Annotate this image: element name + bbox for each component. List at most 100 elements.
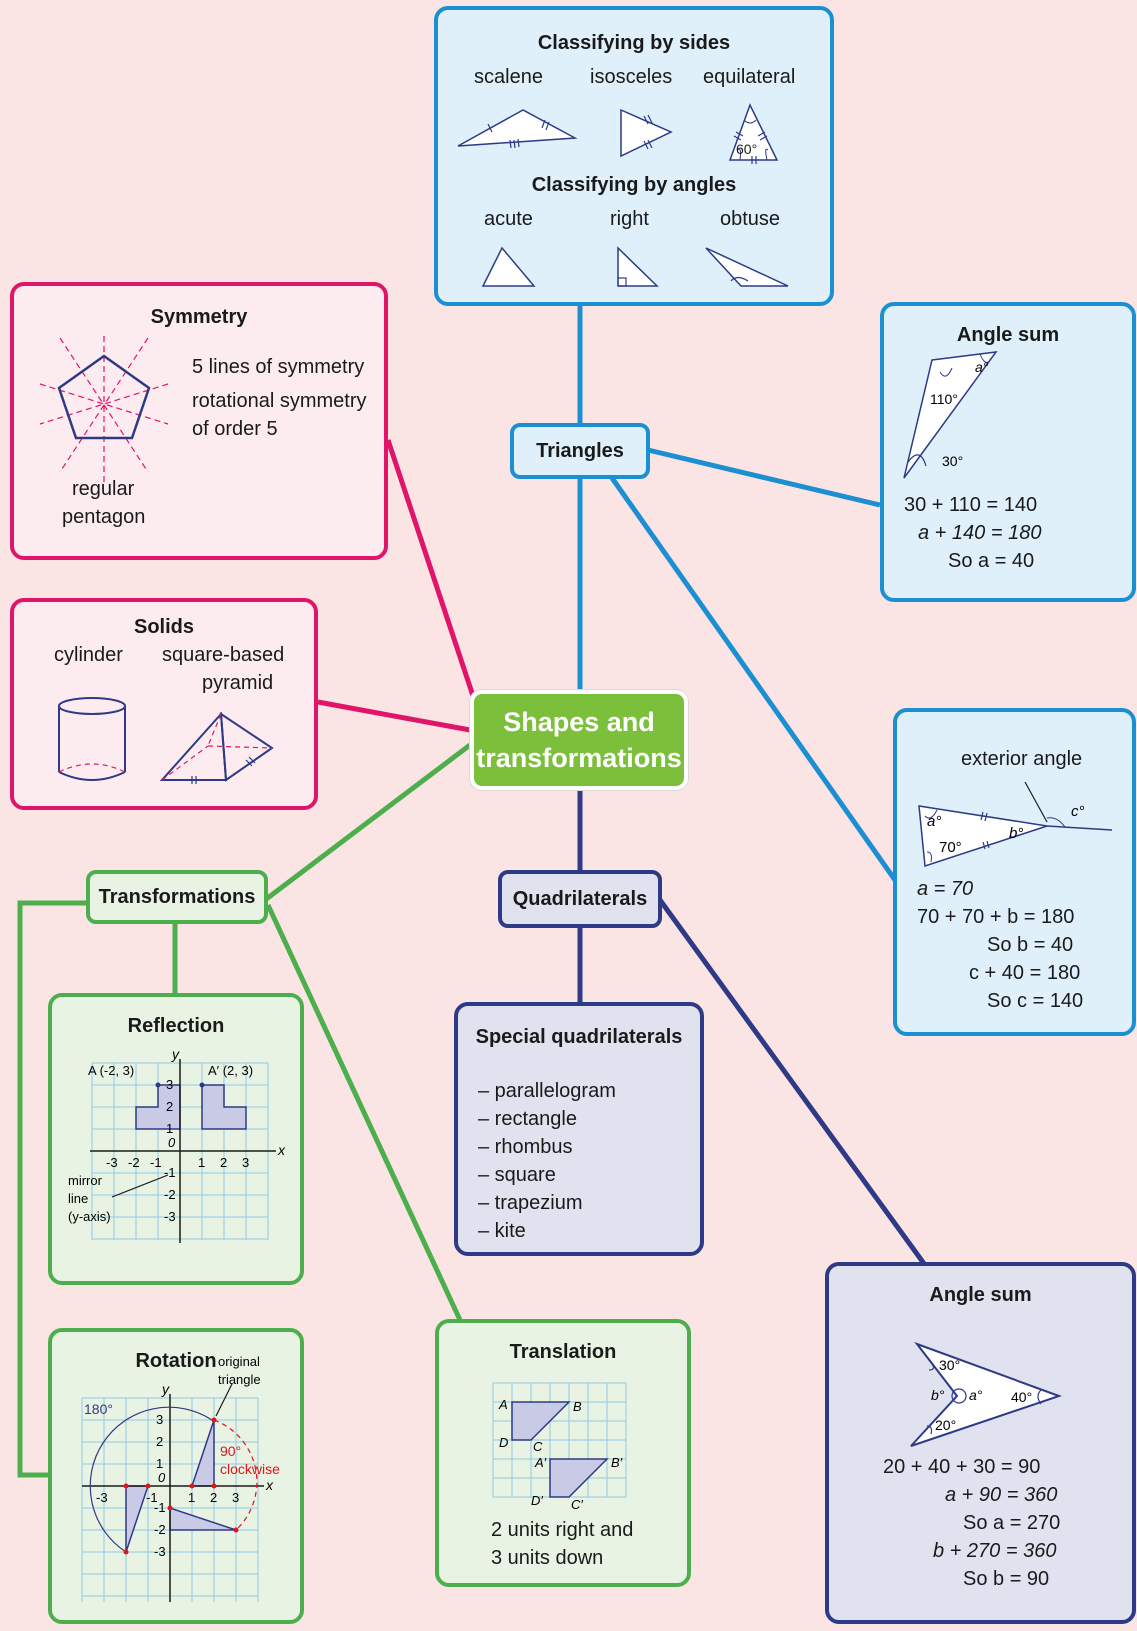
exterior-angle-label: exterior angle (961, 748, 1083, 770)
mirror-label-1: mirror (68, 1173, 103, 1188)
vertex-d-prime: D′ (531, 1493, 543, 1508)
angle-sum-quad-figure: 30° 40° 20° a° b° (910, 1341, 1063, 1447)
vertex-b: B (573, 1399, 582, 1414)
pentagon-figure (39, 336, 169, 486)
symmetry-caption-1: regular (72, 478, 135, 500)
angle-sum-quad-title: Angle sum (929, 1284, 1032, 1306)
reflection-grid: A (-2, 3) A′ (2, 3) y x 0 -3 -2 -1 1 2 3… (68, 1046, 286, 1243)
reflection-x-tick-3: -1 (150, 1155, 162, 1170)
triangles-node[interactable]: Triangles (510, 423, 650, 479)
transformations-node[interactable]: Transformations (86, 870, 268, 924)
symmetry-text-2: rotational symmetry (192, 390, 367, 412)
side-triangles-figure: 60° (457, 103, 779, 164)
quadrilaterals-node[interactable]: Quadrilaterals (498, 870, 662, 928)
classifying-box: Classifying by sides scalene isosceles e… (434, 6, 834, 306)
reflection-y-tick-5: -2 (164, 1187, 176, 1202)
solids-figure (58, 697, 274, 784)
rotation-axis-y: y (161, 1381, 170, 1397)
exterior-line-1: a = 70 (917, 878, 974, 900)
exterior-angle-figure: a° 70° b° c° (918, 781, 1113, 868)
quad-angle-30-label: 30° (939, 1357, 960, 1373)
quad-item-2: – rectangle (478, 1108, 577, 1130)
classifying-by-angles-title: Classifying by angles (531, 174, 737, 196)
symmetry-text-3: of order 5 (192, 418, 278, 440)
rotation-180-label: 180° (84, 1401, 113, 1417)
reflection-y-tick-3: 1 (166, 1121, 173, 1136)
quad-item-5: – trapezium (478, 1192, 583, 1214)
translation-box: Translation A B C D A′ B′ C′ D′ 2 units … (435, 1319, 691, 1587)
rotation-y-tick-2: 2 (156, 1434, 163, 1449)
reflection-axis-y: y (171, 1046, 180, 1062)
angle-sum-triangle-line-1: 30 + 110 = 140 (904, 494, 1038, 516)
quad-angle-40-label: 40° (1011, 1389, 1032, 1405)
rotation-y-tick-6: -3 (154, 1544, 166, 1559)
vertex-d: D (499, 1435, 508, 1450)
mirror-label-2: line (68, 1191, 88, 1206)
cylinder-label: cylinder (54, 644, 123, 666)
translation-text-2: 3 units down (491, 1547, 604, 1569)
translation-grid: A B C D A′ B′ C′ D′ (492, 1382, 627, 1512)
reflection-origin: 0 (168, 1135, 176, 1150)
obtuse-label: obtuse (720, 208, 781, 230)
quad-angle-line-3: So a = 270 (963, 1512, 1061, 1534)
scalene-label: scalene (474, 66, 543, 88)
translation-text-1: 2 units right and (491, 1519, 634, 1541)
rotation-original-2: triangle (218, 1372, 261, 1387)
angle-110-label: 110° (930, 391, 958, 407)
right-label: right (610, 208, 649, 230)
reflection-x-tick-1: -3 (106, 1155, 118, 1170)
rotation-title: Rotation (135, 1350, 217, 1372)
rotation-axis-x: x (265, 1477, 274, 1493)
solids-title: Solids (133, 616, 194, 638)
vertex-c-prime: C′ (571, 1497, 583, 1512)
classifying-by-sides-title: Classifying by sides (537, 32, 731, 54)
pyramid-label-2: pyramid (202, 672, 274, 694)
equilateral-angle-label: 60° (736, 141, 757, 157)
angle-triangles-figure (481, 246, 789, 287)
exterior-line-4: c + 40 = 180 (969, 962, 1081, 984)
special-quadrilaterals-title: Special quadrilaterals (475, 1026, 683, 1048)
solids-box: Solids cylinder square-based pyramid (10, 598, 318, 810)
symmetry-title: Symmetry (150, 306, 248, 328)
rotation-x-tick-2: -1 (146, 1490, 158, 1505)
rotation-clockwise-label: clockwise (220, 1461, 280, 1477)
reflection-title: Reflection (127, 1015, 225, 1037)
quad-angle-a-label: a° (969, 1387, 983, 1403)
reflection-y-tick-4: -1 (164, 1165, 176, 1180)
isosceles-label: isosceles (590, 66, 673, 88)
translation-title: Translation (509, 1341, 617, 1363)
quad-item-1: – parallelogram (478, 1080, 616, 1102)
exterior-b-label: b° (1009, 825, 1023, 842)
reflection-point-a: A (-2, 3) (88, 1063, 134, 1078)
vertex-a-prime: A′ (534, 1455, 547, 1470)
vertex-b-prime: B′ (611, 1455, 623, 1470)
angle-sum-triangle-line-2: a + 140 = 180 (918, 522, 1042, 544)
quad-angle-20-label: 20° (935, 1417, 956, 1433)
reflection-point-a-prime: A′ (2, 3) (208, 1063, 253, 1078)
reflection-x-tick-4: 1 (198, 1155, 205, 1170)
rotation-origin: 0 (158, 1470, 166, 1485)
symmetry-box: Symmetry 5 lines of symmetry rotational … (10, 282, 388, 560)
angle-sum-triangle-figure: a° 110° 30° (903, 351, 998, 479)
special-quadrilaterals-box: Special quadrilaterals – parallelogram –… (454, 1002, 704, 1256)
pyramid-label-1: square-based (162, 644, 285, 666)
angle-sum-triangle-line-3: So a = 40 (948, 550, 1035, 572)
equilateral-label: equilateral (703, 66, 796, 88)
exterior-line-5: So c = 140 (987, 990, 1084, 1012)
reflection-x-tick-2: -2 (128, 1155, 140, 1170)
rotation-y-tick-4: -1 (154, 1500, 166, 1515)
reflection-y-tick-1: 3 (166, 1077, 173, 1092)
center-line-1: Shapes and (503, 707, 655, 737)
rotation-original-1: original (218, 1354, 260, 1369)
angle-a-label: a° (975, 359, 989, 375)
symmetry-text-1: 5 lines of symmetry (192, 356, 365, 378)
vertex-a: A (498, 1397, 508, 1412)
exterior-a-label: a° (927, 813, 941, 830)
acute-label: acute (484, 208, 533, 230)
reflection-x-tick-6: 3 (242, 1155, 249, 1170)
quad-angle-b-label: b° (931, 1387, 945, 1403)
exterior-70-label: 70° (939, 839, 962, 856)
reflection-axis-x: x (277, 1142, 286, 1158)
